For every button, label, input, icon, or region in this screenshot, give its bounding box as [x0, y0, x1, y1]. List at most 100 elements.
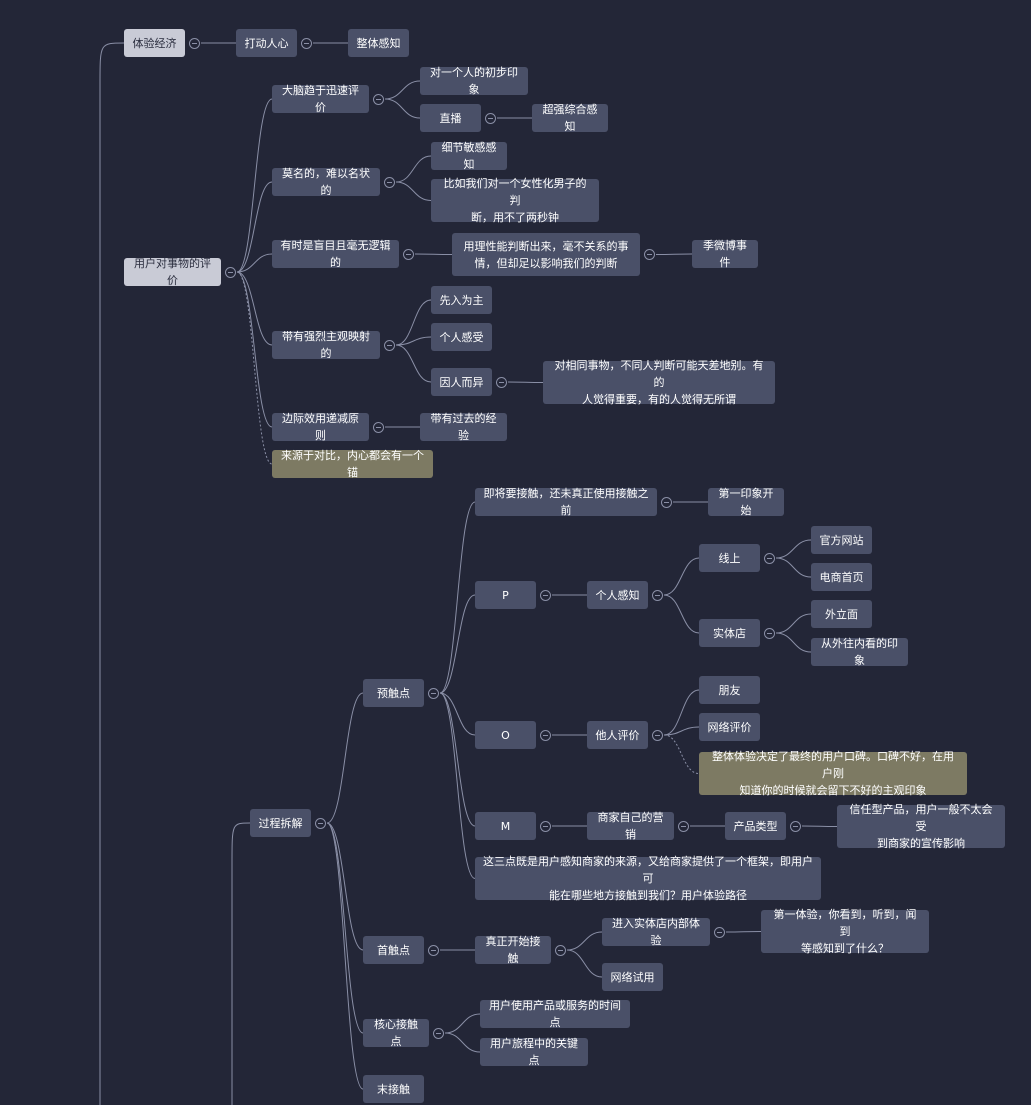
mind-map-node-n45[interactable]: 首触点 [363, 936, 424, 964]
mind-map-node-n6[interactable]: 对一个人的初步印象 [420, 66, 528, 96]
edge-n24-n27 [439, 594, 476, 694]
edge-n28-n29 [663, 557, 700, 596]
mind-map-node-n15[interactable]: 带有强烈主观映射的 [272, 330, 380, 360]
collapse-toggle-icon[interactable] [540, 820, 551, 832]
edge-n50-n52 [444, 1032, 481, 1053]
mind-map-node-n27[interactable]: P [475, 581, 536, 609]
collapse-toggle-icon[interactable] [652, 729, 663, 741]
collapse-toggle-icon[interactable] [428, 944, 439, 956]
collapse-toggle-icon[interactable] [373, 421, 384, 433]
mind-map-node-n19[interactable]: 对相同事物，不同人判断可能天差地别。有的 人觉得重要，有的人觉得无所谓 [543, 359, 775, 406]
collapse-toggle-icon[interactable] [301, 37, 312, 49]
mind-map-node-n50[interactable]: 核心接触点 [363, 1018, 429, 1048]
mind-map-node-n51[interactable]: 用户使用产品或服务的时间点 [480, 999, 630, 1029]
collapse-toggle-icon[interactable] [384, 176, 395, 188]
mind-map-node-n40[interactable]: M [475, 812, 536, 840]
mind-map-node-n1[interactable]: 体验经济 [124, 29, 185, 57]
collapse-toggle-icon[interactable] [790, 820, 801, 832]
mind-map-node-n12[interactable]: 有时是盲目且毫无逻辑的 [272, 239, 399, 269]
mind-map-node-n22[interactable]: 来源于对比，内心都会有一个锚 [272, 449, 433, 479]
collapse-toggle-icon[interactable] [189, 37, 200, 49]
mind-map-node-n36[interactable]: 他人评价 [587, 721, 648, 749]
collapse-toggle-icon[interactable] [644, 249, 655, 260]
mind-map-node-n41[interactable]: 商家自己的营销 [587, 811, 674, 841]
mind-map-node-n33[interactable]: 外立面 [811, 600, 872, 628]
mind-map-node-n31[interactable]: 电商首页 [811, 563, 872, 591]
edge-n18-n19 [507, 381, 544, 383]
mind-map-node-n14[interactable]: 季微博事件 [692, 239, 758, 269]
mind-map-node-n46[interactable]: 真正开始接触 [475, 935, 551, 965]
collapse-toggle-icon[interactable] [678, 820, 689, 832]
mind-map-node-n43[interactable]: 信任型产品，用户一般不太会受 到商家的宣传影响 [837, 803, 1005, 850]
edge-n15-n18 [395, 344, 432, 383]
mind-map-node-n13[interactable]: 用理性能判断出来，毫不关系的事 情，但却足以影响我们的判断 [452, 233, 640, 276]
mind-map-node-n16[interactable]: 先入为主 [431, 286, 492, 314]
mind-map-node-n11[interactable]: 比如我们对一个女性化男子的判 断，用不了两秒钟 [431, 177, 599, 224]
edge-n4-n15 [236, 271, 273, 346]
mind-map-node-n21[interactable]: 带有过去的经验 [420, 412, 507, 442]
collapse-toggle-icon[interactable] [540, 589, 551, 601]
collapse-toggle-icon[interactable] [433, 1027, 444, 1039]
mind-map-node-n48[interactable]: 第一体验，你看到，听到，闻到 等感知到了什么？ [761, 908, 929, 955]
edge-n24-n35 [439, 692, 476, 736]
collapse-toggle-icon[interactable] [373, 93, 384, 105]
mind-map-node-n18[interactable]: 因人而异 [431, 368, 492, 396]
collapse-toggle-icon[interactable] [661, 496, 672, 508]
collapse-toggle-icon[interactable] [540, 729, 551, 741]
mind-map-node-n20[interactable]: 边际效用递减原则 [272, 412, 369, 442]
mind-map-node-n53[interactable]: 末接触 [363, 1075, 424, 1103]
edge-n23-n50 [326, 822, 364, 1034]
mind-map-node-n32[interactable]: 实体店 [699, 619, 760, 647]
mind-map-node-n4[interactable]: 用户对事物的评价 [124, 257, 221, 287]
mind-map-node-n37[interactable]: 朋友 [699, 676, 760, 704]
mind-map-node-n29[interactable]: 线上 [699, 544, 760, 572]
mind-map-node-n9[interactable]: 莫名的，难以名状的 [272, 167, 380, 197]
mind-map-node-n7[interactable]: 直播 [420, 104, 481, 132]
edge-n5-n7 [384, 98, 421, 119]
collapse-toggle-icon[interactable] [496, 376, 507, 388]
edge-n32-n33 [775, 613, 812, 634]
edge-n23-n24 [326, 692, 364, 824]
mind-map-node-n2[interactable]: 打动人心 [236, 29, 297, 57]
collapse-toggle-icon[interactable] [428, 687, 439, 699]
collapse-toggle-icon[interactable] [764, 627, 775, 639]
collapse-toggle-icon[interactable] [403, 248, 414, 260]
edge-n15-n17 [395, 336, 432, 346]
mind-map-node-n44[interactable]: 这三点既是用户感知商家的来源，又给商家提供了一个框架，即用户可 能在哪些地方接触… [475, 855, 821, 902]
mind-map-node-n49[interactable]: 网络试用 [602, 963, 663, 991]
mind-map-node-n28[interactable]: 个人感知 [587, 581, 648, 609]
mind-map-node-n38[interactable]: 网络评价 [699, 713, 760, 741]
mind-map-node-n52[interactable]: 用户旅程中的关键点 [480, 1037, 588, 1067]
mind-map-node-n34[interactable]: 从外往内看的印象 [811, 637, 908, 667]
collapse-toggle-icon[interactable] [225, 266, 236, 278]
mind-map-node-n30[interactable]: 官方网站 [811, 526, 872, 554]
mind-map-node-n47[interactable]: 进入实体店内部体验 [602, 917, 710, 947]
mind-map-node-n25[interactable]: 即将要接触，还未真正使用接触之前 [475, 487, 657, 517]
edge-n29-n30 [775, 539, 812, 559]
collapse-toggle-icon[interactable] [315, 817, 326, 829]
trunk-edge-1 [231, 822, 251, 1105]
collapse-toggle-icon[interactable] [485, 112, 496, 124]
mind-map-node-n35[interactable]: O [475, 721, 536, 749]
edge-n4-n22 [236, 271, 273, 465]
trunk-edge-0 [99, 42, 125, 1105]
collapse-toggle-icon[interactable] [714, 926, 725, 938]
collapse-toggle-icon[interactable] [652, 589, 663, 601]
mind-map-node-n17[interactable]: 个人感受 [431, 323, 492, 351]
mind-map-node-n39[interactable]: 整体体验决定了最终的用户口碑。口碑不好，在用户刚 知道你的时候就会留下不好的主观… [699, 750, 967, 797]
mind-map-node-n10[interactable]: 细节敏感感知 [431, 141, 507, 171]
mind-map-node-n42[interactable]: 产品类型 [725, 812, 786, 840]
mind-map-node-n23[interactable]: 过程拆解 [250, 809, 311, 837]
collapse-toggle-icon[interactable] [384, 339, 395, 351]
collapse-toggle-icon[interactable] [555, 944, 566, 956]
mind-map-node-n5[interactable]: 大脑趋于迅速评价 [272, 84, 369, 114]
edge-n4-n5 [236, 98, 273, 273]
mind-map-node-n26[interactable]: 第一印象开始 [708, 487, 784, 517]
collapse-toggle-icon[interactable] [764, 552, 775, 564]
mind-map-node-n3[interactable]: 整体感知 [348, 29, 409, 57]
mind-map-node-n8[interactable]: 超强综合感知 [532, 103, 608, 133]
mind-map-node-n24[interactable]: 预触点 [363, 679, 424, 707]
edge-n24-n40 [439, 692, 476, 827]
edge-n36-n37 [663, 689, 700, 736]
